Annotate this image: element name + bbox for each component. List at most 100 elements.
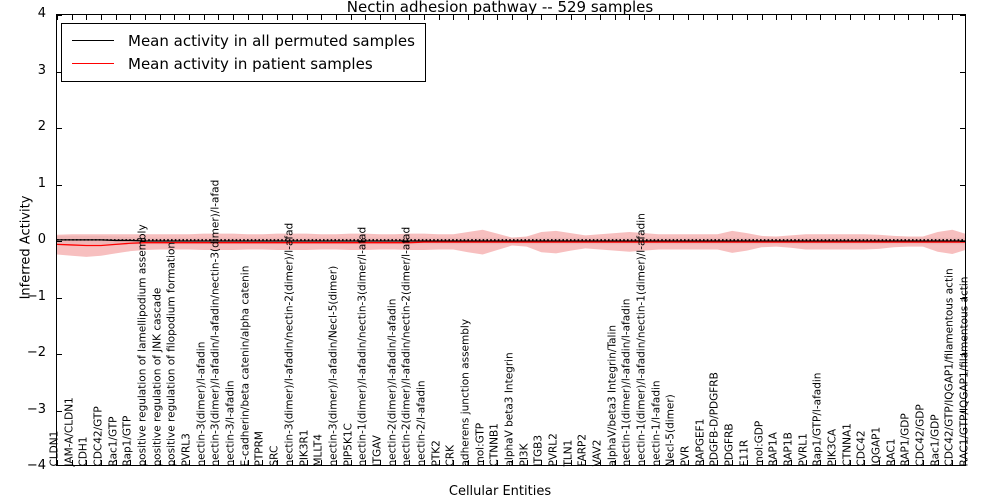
x-tick-mark-top bbox=[922, 15, 924, 20]
series-line bbox=[57, 241, 965, 247]
x-tick-mark-top bbox=[350, 15, 352, 20]
x-tick-mark bbox=[335, 460, 337, 465]
x-tick-mark bbox=[497, 460, 499, 465]
x-tick-mark-top bbox=[673, 15, 675, 20]
legend-label-patient: Mean activity in patient samples bbox=[128, 54, 373, 73]
x-tick-mark bbox=[306, 460, 308, 465]
y-axis-title: Inferred Activity bbox=[18, 195, 34, 300]
y-tick-mark bbox=[57, 128, 62, 129]
x-tick-mark-top bbox=[306, 15, 308, 20]
y-tick-mark bbox=[57, 71, 62, 73]
legend: Mean activity in all permuted samples Me… bbox=[61, 23, 426, 82]
x-tick-mark bbox=[629, 460, 631, 465]
y-tick-label: −3 bbox=[26, 401, 46, 417]
x-tick-mark-top bbox=[409, 15, 411, 20]
x-tick-mark-top bbox=[570, 15, 572, 20]
x-tick-mark-top bbox=[189, 15, 191, 20]
x-tick-mark bbox=[805, 460, 807, 465]
x-tick-mark-top bbox=[526, 15, 528, 20]
x-tick-mark bbox=[908, 460, 910, 465]
x-tick-mark-top bbox=[512, 15, 513, 20]
y-tick-mark bbox=[57, 297, 62, 299]
x-tick-mark bbox=[365, 460, 367, 465]
x-tick-mark-top bbox=[115, 15, 117, 20]
x-tick-mark bbox=[526, 460, 528, 465]
x-tick-mark-top bbox=[262, 15, 264, 20]
y-tick-mark bbox=[960, 15, 965, 16]
x-tick-mark bbox=[130, 460, 132, 465]
x-tick-mark bbox=[541, 460, 543, 465]
y-tick-label: 2 bbox=[37, 119, 46, 134]
legend-line-swatch-red bbox=[72, 63, 114, 64]
x-tick-mark-top bbox=[629, 15, 631, 20]
y-tick-label: −4 bbox=[26, 458, 46, 473]
x-tick-mark-top bbox=[203, 15, 205, 20]
x-tick-mark bbox=[101, 460, 103, 465]
x-tick-mark-top bbox=[145, 15, 147, 20]
x-tick-mark-top bbox=[423, 15, 425, 20]
x-tick-mark bbox=[893, 460, 895, 465]
x-tick-mark-top bbox=[453, 15, 455, 20]
x-tick-mark-top bbox=[864, 15, 866, 20]
x-tick-mark bbox=[291, 460, 293, 465]
x-tick-mark-top bbox=[556, 15, 558, 20]
x-tick-mark bbox=[702, 460, 704, 465]
x-tick-mark bbox=[145, 460, 147, 465]
x-tick-mark-top bbox=[71, 15, 73, 20]
x-tick-mark bbox=[585, 460, 587, 465]
x-tick-mark bbox=[467, 460, 469, 465]
x-tick-mark-top bbox=[335, 15, 337, 20]
chart-title: Nectin adhesion pathway -- 529 samples bbox=[346, 0, 654, 16]
x-tick-mark bbox=[394, 460, 396, 465]
x-tick-mark bbox=[277, 460, 279, 465]
x-tick-mark bbox=[834, 460, 836, 465]
x-tick-mark bbox=[233, 460, 235, 465]
x-tick-mark-top bbox=[820, 15, 822, 20]
x-tick-mark bbox=[717, 460, 719, 465]
series-line bbox=[57, 239, 965, 242]
x-tick-mark-top bbox=[600, 15, 602, 20]
y-tick-mark bbox=[960, 71, 965, 73]
x-tick-mark bbox=[189, 460, 191, 465]
x-tick-mark-top bbox=[732, 15, 734, 20]
x-tick-mark bbox=[820, 460, 822, 465]
legend-item-patient: Mean activity in patient samples bbox=[72, 52, 415, 75]
x-tick-mark-top bbox=[438, 15, 440, 20]
x-axis-title: Cellular Entities bbox=[448, 484, 552, 499]
x-tick-mark-top bbox=[644, 15, 646, 20]
x-tick-mark bbox=[262, 460, 264, 465]
x-tick-mark-top bbox=[159, 15, 161, 20]
x-tick-mark bbox=[423, 460, 425, 465]
y-tick-mark bbox=[960, 184, 965, 186]
y-tick-mark bbox=[960, 128, 965, 129]
x-tick-mark bbox=[159, 460, 161, 465]
x-tick-mark bbox=[482, 460, 484, 465]
series-confidence-band bbox=[57, 229, 965, 257]
legend-line-swatch-black bbox=[72, 40, 114, 41]
x-tick-mark bbox=[922, 460, 924, 465]
x-tick-mark bbox=[776, 460, 778, 465]
x-tick-mark-top bbox=[233, 15, 235, 20]
x-tick-mark bbox=[57, 460, 58, 465]
x-tick-mark bbox=[86, 460, 88, 465]
x-tick-mark bbox=[673, 460, 675, 465]
x-tick-mark bbox=[174, 460, 176, 465]
y-tick-mark bbox=[57, 184, 62, 186]
x-tick-mark-top bbox=[702, 15, 704, 20]
x-tick-mark-top bbox=[746, 15, 748, 20]
x-tick-mark-top bbox=[321, 15, 323, 20]
x-tick-mark bbox=[453, 460, 455, 465]
x-tick-mark bbox=[570, 460, 572, 465]
x-tick-mark-top bbox=[717, 15, 719, 20]
x-tick-mark-top bbox=[130, 15, 132, 20]
x-tick-mark bbox=[937, 460, 939, 465]
y-tick-mark bbox=[57, 410, 62, 412]
x-tick-mark-top bbox=[497, 15, 499, 20]
x-tick-mark-top bbox=[908, 15, 910, 20]
y-tick-label: 3 bbox=[37, 62, 46, 78]
x-tick-mark bbox=[658, 460, 660, 465]
x-tick-mark-top bbox=[291, 15, 293, 20]
x-tick-mark-top bbox=[218, 15, 220, 20]
x-tick-mark-top bbox=[541, 15, 543, 20]
x-tick-mark-top bbox=[614, 15, 616, 20]
